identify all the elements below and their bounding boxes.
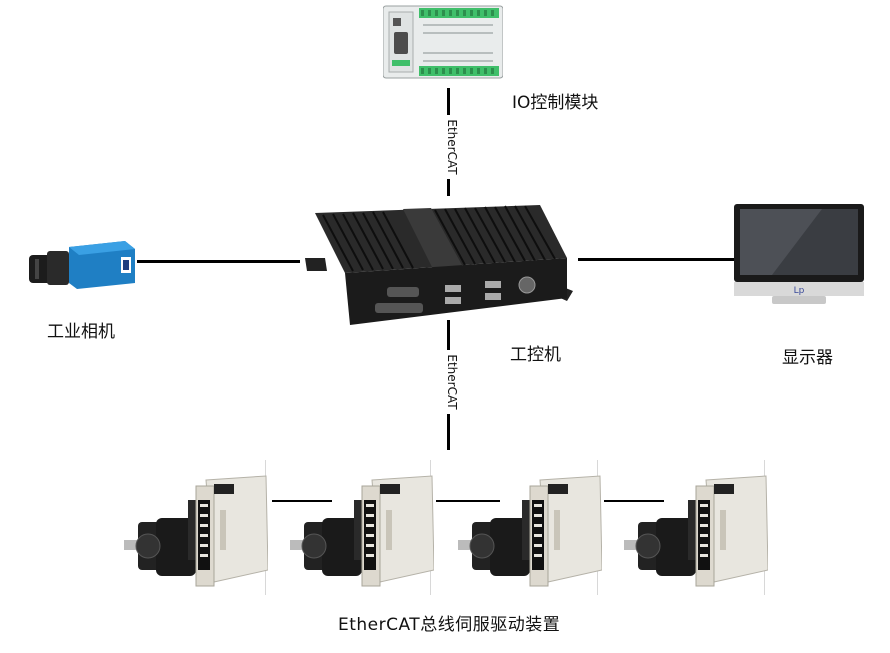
servo-unit-4: [618, 470, 768, 590]
svg-text:Lp: Lp: [794, 286, 805, 296]
servo-unit-2: [284, 470, 434, 590]
ethercat-label-top: EtherCAT: [445, 115, 459, 179]
io-module-image: [383, 4, 503, 80]
display-label: 显示器: [782, 348, 833, 368]
io-module-label: IO控制模块: [512, 93, 599, 113]
servo-unit-3: [452, 470, 602, 590]
camera-image: [25, 237, 137, 292]
ipc-label: 工控机: [510, 345, 561, 365]
camera-label: 工业相机: [47, 322, 115, 342]
servo-drives-label: EtherCAT总线伺服驱动装置: [338, 615, 561, 635]
display-image: Lp: [732, 202, 867, 307]
link-camera-to-ipc: [137, 260, 300, 263]
servo-unit-1: [118, 470, 268, 590]
ipc-image: [305, 203, 575, 328]
link-drive3-to-drive4: [604, 500, 664, 502]
link-drive1-to-drive2: [272, 500, 332, 502]
link-ipc-to-display: [578, 258, 735, 261]
link-drive2-to-drive3: [436, 500, 500, 502]
ethercat-label-bottom: EtherCAT: [445, 350, 459, 414]
